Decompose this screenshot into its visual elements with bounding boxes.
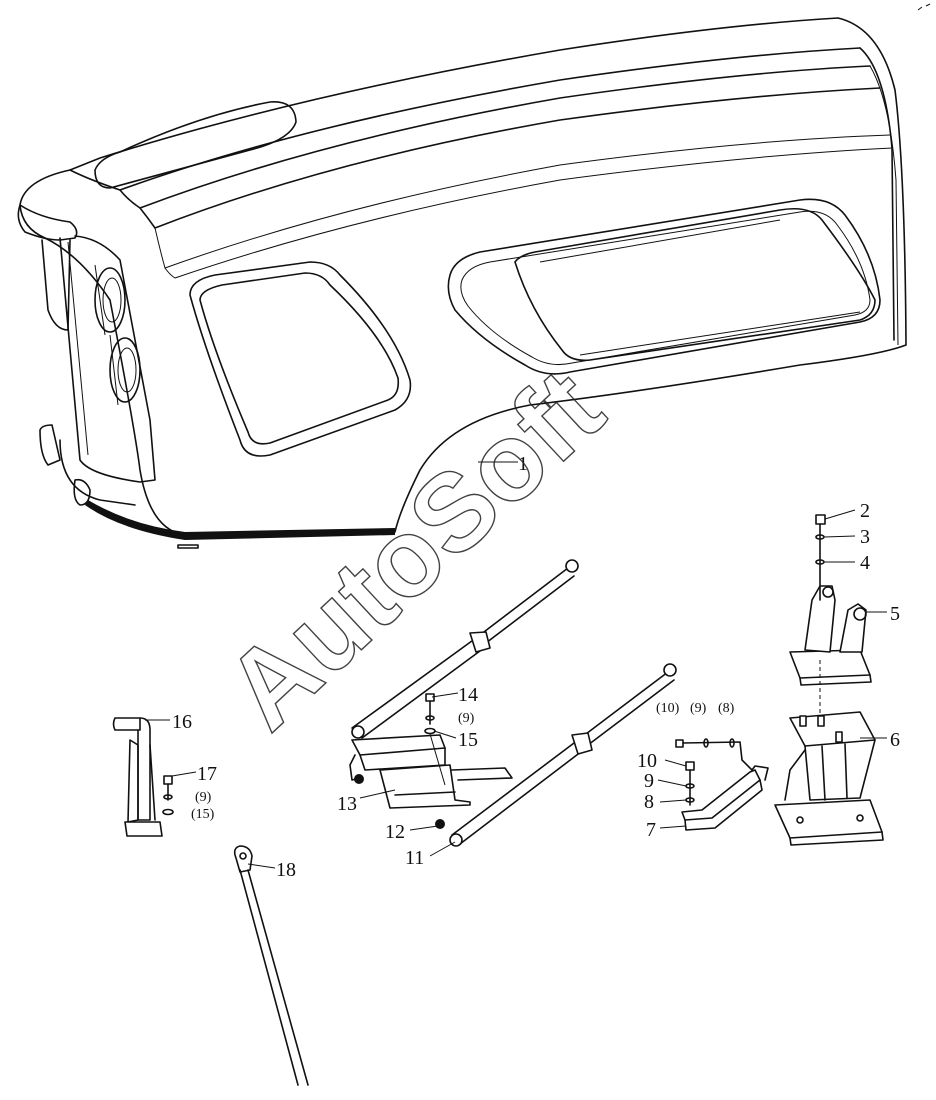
gas-strut-upper xyxy=(351,559,579,739)
watermark: AutoSoft xyxy=(202,346,625,753)
callout-paren-8: (8) xyxy=(718,701,735,716)
callout-7: 7 xyxy=(646,819,656,841)
leader-lines xyxy=(145,461,887,869)
callout-12: 12 xyxy=(385,821,405,843)
angled-plate xyxy=(681,765,769,831)
callout-9: 9 xyxy=(644,770,654,792)
fasteners-10 xyxy=(675,738,753,806)
support-rod xyxy=(233,845,309,1086)
gas-strut-lower xyxy=(435,663,677,847)
callout-1: 1 xyxy=(518,453,528,475)
callout-paren-9-center: (9) xyxy=(458,711,475,726)
callout-labels: 1 2 3 4 5 6 7 8 9 10 11 12 13 14 15 16 1… xyxy=(172,453,900,881)
base-mount xyxy=(774,711,884,846)
corner-mark xyxy=(917,3,931,11)
fasteners-2 xyxy=(815,514,826,715)
callout-paren-9-right: (9) xyxy=(690,701,707,716)
callout-17: 17 xyxy=(197,763,217,785)
callout-5: 5 xyxy=(890,603,900,625)
callout-13: 13 xyxy=(337,793,357,815)
callout-16: 16 xyxy=(172,711,192,733)
callout-paren-10: (10) xyxy=(656,701,680,716)
callout-10: 10 xyxy=(637,750,657,772)
callout-6: 6 xyxy=(890,729,900,751)
callout-8: 8 xyxy=(644,791,654,813)
callout-3: 3 xyxy=(860,526,870,548)
callout-14: 14 xyxy=(458,684,478,706)
pivot-bracket-upper xyxy=(789,585,872,686)
callout-11: 11 xyxy=(405,847,424,869)
hood-assembly xyxy=(17,17,907,549)
callout-paren-15: (15) xyxy=(191,807,215,822)
pin-bracket xyxy=(112,717,163,837)
callout-2: 2 xyxy=(860,500,870,522)
mounting-bracket xyxy=(349,734,513,809)
fasteners-17 xyxy=(162,775,174,816)
callout-15: 15 xyxy=(458,729,478,751)
callout-4: 4 xyxy=(860,552,870,574)
callout-paren-9-left: (9) xyxy=(195,790,212,805)
callout-18: 18 xyxy=(276,859,296,881)
